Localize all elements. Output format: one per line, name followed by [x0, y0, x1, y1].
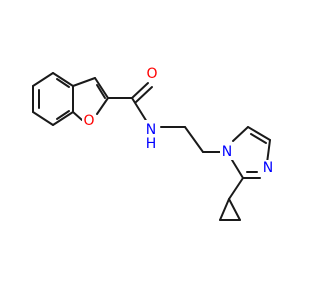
ethyl-linker — [160, 126, 223, 153]
benzofuran-carboxamide-structure: O O N H N N — [32, 66, 276, 221]
imidazole-ring — [231, 126, 271, 179]
amide-nh-label: N H — [142, 120, 158, 152]
imidazole-n3-label: N — [263, 160, 273, 176]
atom-labels: O O N H N N — [82, 66, 276, 176]
carbonyl-oxygen-label: O — [146, 66, 157, 82]
benzene-ring — [32, 72, 74, 126]
ring-oxygen-label: O — [83, 113, 94, 129]
carboxamide-group — [107, 82, 153, 123]
furan-ring — [72, 77, 109, 121]
imidazole-n1-label: N — [222, 144, 232, 160]
svg-text:H: H — [146, 136, 157, 152]
cyclopropyl-group — [219, 177, 244, 221]
svg-text:N: N — [146, 122, 156, 138]
